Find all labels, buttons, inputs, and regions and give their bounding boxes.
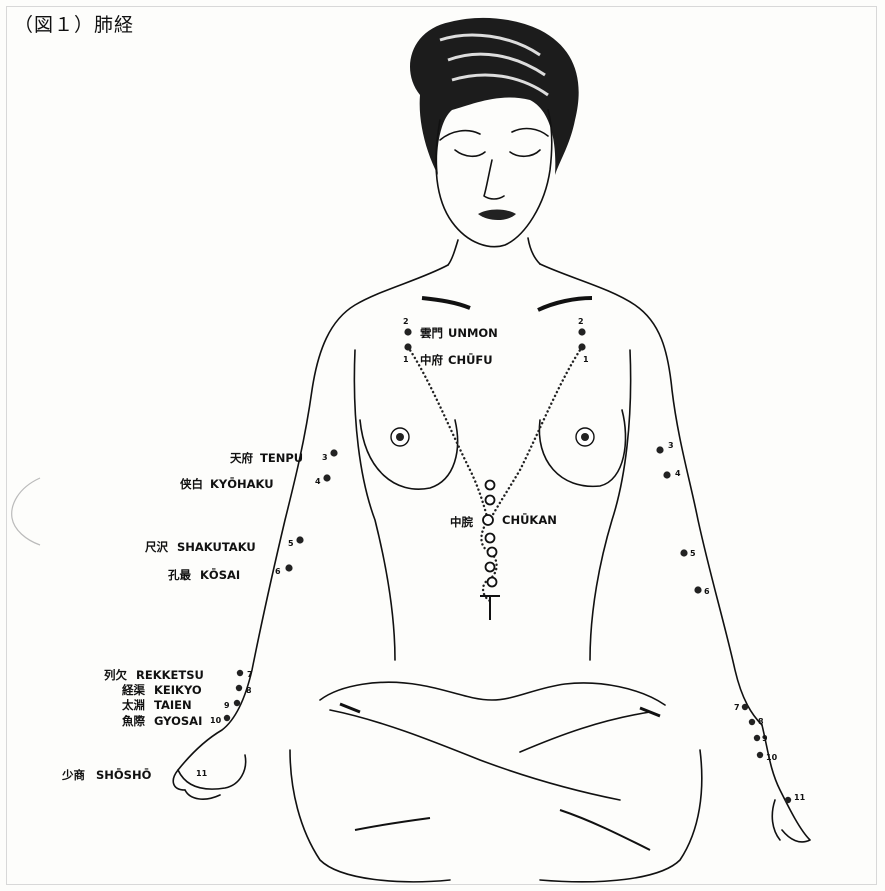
label-taien-romaji: TAIEN	[154, 698, 192, 712]
label-taien-kanji: 太淵	[121, 698, 145, 712]
binding-hole-mark	[12, 478, 40, 545]
num-right-7: 7	[734, 703, 740, 712]
num-chufu-right: 1	[583, 355, 589, 364]
right-arm-points: 3 4 5 6 7 8 9 10 11	[656, 441, 805, 803]
label-shakutaku-kanji: 尺沢	[145, 540, 168, 554]
label-kyohaku-romaji: KYŌHAKU	[210, 476, 274, 491]
num-shakutaku: 5	[288, 539, 294, 548]
num-right-9: 9	[762, 734, 768, 743]
label-kosai-kanji: 孔最	[168, 568, 191, 582]
num-right-6: 6	[704, 587, 710, 596]
label-chufu-romaji: CHŪFU	[448, 352, 493, 367]
label-unmon-kanji: 雲門	[420, 326, 443, 340]
chest-points: 2 1 2 1 雲門 UNMON 中府 CHŪFU	[403, 317, 589, 367]
label-rekketsu-romaji: REKKETSU	[136, 668, 204, 682]
point-chukan	[483, 515, 493, 525]
point-unmon-right	[578, 328, 585, 335]
label-chukan-kanji: 中脘	[450, 515, 473, 529]
num-right-5: 5	[690, 549, 696, 558]
point-unmon-left	[404, 328, 411, 335]
label-gyosai-romaji: GYOSAI	[154, 714, 202, 728]
label-keikyo-romaji: KEIKYO	[154, 683, 202, 697]
label-tenpu-romaji: TENPU	[260, 451, 303, 465]
label-rekketsu-kanji: 列欠	[104, 668, 127, 682]
num-keikyo: 8	[246, 686, 252, 695]
num-shosho: 11	[196, 769, 208, 778]
point-chufu-right	[578, 343, 585, 350]
label-shosho-romaji: SHŌSHŌ	[96, 767, 152, 782]
num-chufu-left: 1	[403, 355, 409, 364]
center-column: 中脘 CHŪKAN	[450, 481, 557, 621]
num-right-4: 4	[675, 469, 681, 478]
num-unmon-right: 2	[578, 317, 584, 326]
num-right-3: 3	[668, 441, 674, 450]
num-unmon-left: 2	[403, 317, 409, 326]
left-arm-points: 3 4 5 6 7 8 9 10 11 天府 TENPU 侠白 KYŌHAKU …	[61, 449, 338, 782]
label-shosho-kanji: 少商	[61, 768, 85, 782]
num-tenpu: 3	[322, 453, 328, 462]
label-chufu-kanji: 中府	[420, 353, 443, 367]
point-chufu-left	[404, 343, 411, 350]
label-kyohaku-kanji: 侠白	[180, 477, 203, 491]
lung-meridian-path	[408, 347, 582, 602]
label-unmon-romaji: UNMON	[448, 326, 498, 340]
label-chukan-romaji: CHŪKAN	[502, 512, 557, 527]
hair	[410, 18, 579, 175]
num-right-8: 8	[758, 717, 764, 726]
face	[436, 110, 552, 265]
label-shakutaku-romaji: SHAKUTAKU	[177, 540, 256, 554]
label-tenpu-kanji: 天府	[230, 451, 253, 465]
num-right-11: 11	[794, 793, 806, 802]
label-kosai-romaji: KŌSAI	[200, 567, 240, 582]
label-gyosai-kanji: 魚際	[122, 714, 145, 728]
num-rekketsu: 7	[247, 670, 253, 679]
num-right-10: 10	[766, 753, 778, 762]
num-taien: 9	[224, 701, 230, 710]
num-gyosai: 10	[210, 716, 222, 725]
num-kosai: 6	[275, 567, 281, 576]
label-keikyo-kanji: 経渠	[122, 683, 145, 697]
num-kyohaku: 4	[315, 477, 321, 486]
